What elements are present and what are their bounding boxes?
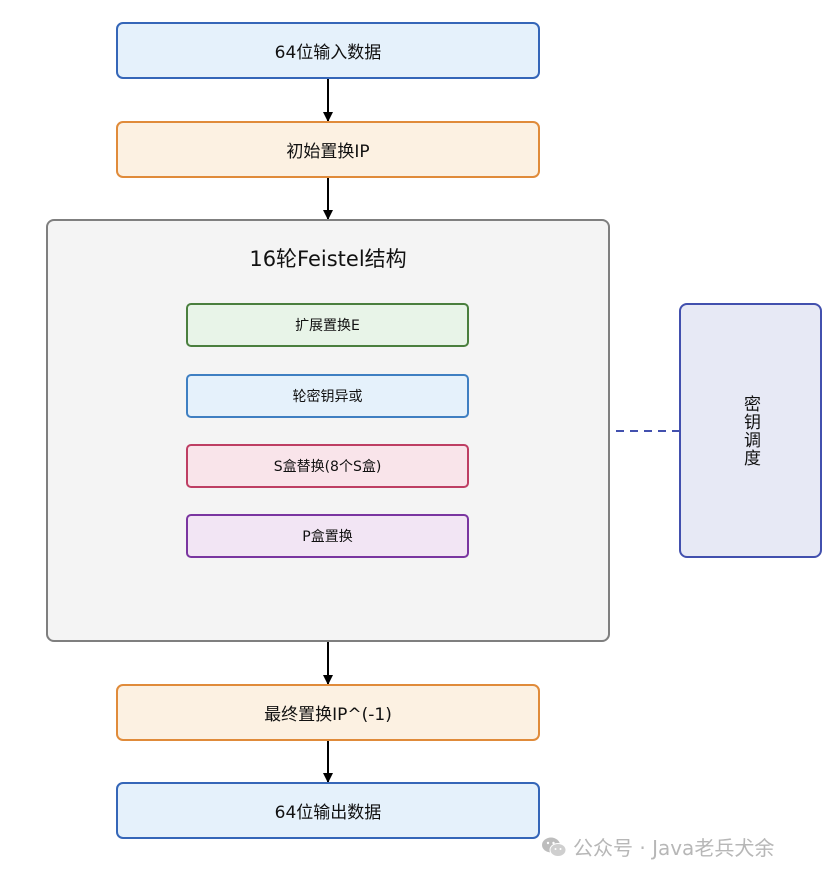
- node-key-schedule-label: 密钥调度: [740, 394, 760, 467]
- wechat-icon: [541, 836, 567, 858]
- node-expansion[interactable]: 扩展置换E: [186, 303, 469, 347]
- feistel-group-title: 16轮Feistel结构: [249, 247, 407, 271]
- node-sbox[interactable]: S盒替换(8个S盒): [186, 444, 469, 488]
- node-initial-permutation[interactable]: 初始置换IP: [116, 121, 540, 178]
- node-final-permutation[interactable]: 最终置换IP^(-1): [116, 684, 540, 741]
- node-expansion-label: 扩展置换E: [295, 318, 360, 334]
- feistel-group[interactable]: 16轮Feistel结构: [46, 219, 610, 642]
- watermark: 公众号 · Java老兵犬余: [541, 832, 774, 861]
- node-output[interactable]: 64位输出数据: [116, 782, 540, 839]
- watermark-text: 公众号 · Java老兵犬余: [573, 836, 775, 860]
- node-final-permutation-label: 最终置换IP^(-1): [264, 705, 392, 725]
- node-initial-permutation-label: 初始置换IP: [286, 142, 370, 162]
- node-sbox-label: S盒替换(8个S盒): [273, 459, 382, 475]
- node-pbox[interactable]: P盒置换: [186, 514, 469, 558]
- node-input-label: 64位输入数据: [274, 43, 382, 63]
- node-output-label: 64位输出数据: [274, 803, 382, 823]
- node-input[interactable]: 64位输入数据: [116, 22, 540, 79]
- node-key-schedule[interactable]: 密钥调度: [679, 303, 822, 558]
- node-pbox-label: P盒置换: [302, 529, 353, 545]
- node-round-key-xor-label: 轮密钥异或: [292, 389, 363, 405]
- node-round-key-xor[interactable]: 轮密钥异或: [186, 374, 469, 418]
